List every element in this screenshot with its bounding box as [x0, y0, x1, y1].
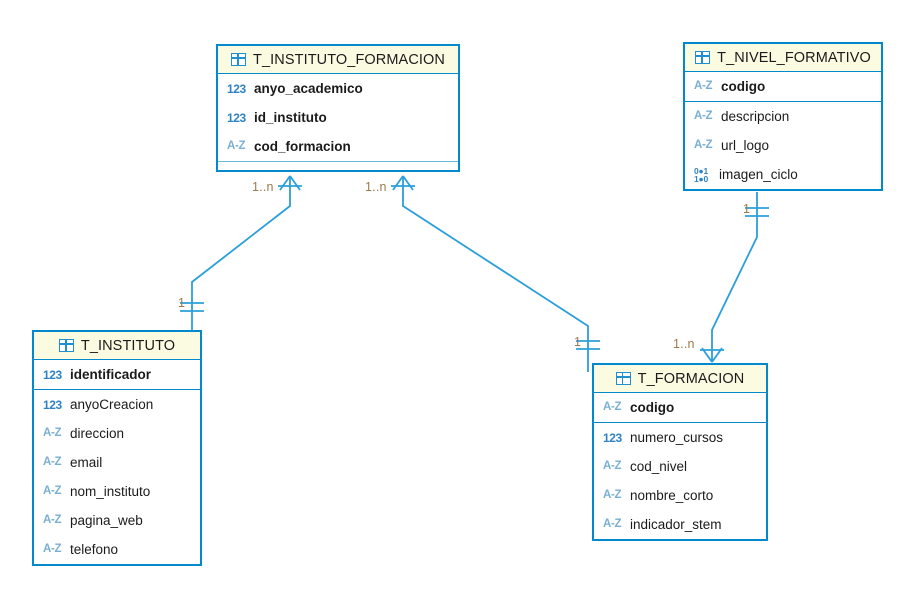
attribute-list: 123 anyoCreacion A-Z direccion A-Z email… — [34, 390, 200, 564]
attribute-row[interactable]: 123 anyoCreacion — [34, 390, 200, 419]
entity-title: T_NIVEL_FORMATIVO — [717, 49, 871, 66]
connector-instituto-formacion-to-instituto — [180, 175, 302, 330]
attribute-name: imagen_ciclo — [719, 167, 798, 182]
text-icon: A-Z — [603, 400, 622, 413]
attribute-row[interactable]: A-Z nombre_corto — [594, 481, 766, 510]
attribute-row[interactable]: 123 identificador — [34, 360, 200, 389]
attribute-name: descripcion — [721, 109, 790, 124]
attribute-row[interactable]: A-Z url_logo — [685, 131, 881, 160]
attribute-row[interactable]: A-Z codigo — [685, 72, 881, 101]
entity-header: T_INSTITUTO_FORMACION — [218, 46, 458, 74]
text-icon: A-Z — [694, 138, 713, 151]
attribute-name: nom_instituto — [70, 484, 151, 499]
cardinality-label-instituto-formacion-n2: 1..n — [365, 180, 387, 194]
entity-title: T_INSTITUTO — [80, 337, 176, 354]
attribute-name: url_logo — [721, 138, 770, 153]
entity-t-formacion[interactable]: T_FORMACION A-Z codigo 123 numero_cursos… — [592, 363, 768, 541]
number-icon: 123 — [227, 110, 246, 125]
attribute-name: direccion — [70, 426, 125, 441]
attribute-name: identificador — [70, 367, 152, 382]
attribute-name: indicador_stem — [630, 517, 722, 532]
entity-t-instituto[interactable]: T_INSTITUTO 123 identificador 123 anyoCr… — [32, 330, 202, 566]
attribute-name: email — [70, 455, 103, 470]
connector-nivel-formativo-to-formacion — [700, 192, 769, 363]
primary-key-list: 123 identificador — [34, 360, 200, 390]
attribute-name: cod_formacion — [254, 139, 351, 154]
entity-title: T_FORMACION — [637, 370, 745, 387]
attribute-row[interactable]: A-Z descripcion — [685, 102, 881, 131]
cardinality-label-formacion-one: 1 — [574, 335, 582, 349]
attribute-row[interactable]: A-Z pagina_web — [34, 506, 200, 535]
cardinality-label-instituto-one: 1 — [178, 296, 186, 310]
cardinality-label-formacion-n: 1..n — [673, 337, 695, 351]
number-icon: 123 — [603, 430, 622, 445]
attribute-row[interactable]: A-Z nom_instituto — [34, 477, 200, 506]
table-icon — [615, 372, 631, 385]
attribute-row[interactable]: 123 id_instituto — [218, 103, 458, 132]
entity-title: T_INSTITUTO_FORMACION — [253, 51, 445, 68]
entity-header: T_NIVEL_FORMATIVO — [685, 44, 881, 72]
attribute-row[interactable]: A-Z codigo — [594, 393, 766, 422]
attribute-name: codigo — [721, 79, 766, 94]
attribute-name: telefono — [70, 542, 119, 557]
entity-t-nivel-formativo[interactable]: T_NIVEL_FORMATIVO A-Z codigo A-Z descrip… — [683, 42, 883, 191]
attribute-name: pagina_web — [70, 513, 143, 528]
attribute-name: anyo_academico — [254, 81, 363, 96]
attribute-name: nombre_corto — [630, 488, 714, 503]
text-icon: A-Z — [43, 426, 62, 439]
entity-header: T_FORMACION — [594, 365, 766, 393]
entity-t-instituto-formacion[interactable]: T_INSTITUTO_FORMACION 123 anyo_academico… — [216, 44, 460, 172]
attribute-name: codigo — [630, 400, 675, 415]
number-icon: 123 — [43, 367, 62, 382]
text-icon: A-Z — [694, 79, 713, 92]
attribute-row[interactable]: A-Z email — [34, 448, 200, 477]
attribute-row[interactable]: A-Z cod_formacion — [218, 132, 458, 161]
attribute-name: numero_cursos — [630, 430, 724, 445]
entity-footer-spacer — [218, 162, 458, 170]
attribute-row[interactable]: A-Z indicador_stem — [594, 510, 766, 539]
connector-instituto-formacion-to-formacion — [391, 175, 600, 372]
attribute-row[interactable]: 123 numero_cursos — [594, 423, 766, 452]
text-icon: A-Z — [227, 139, 246, 152]
attribute-name: id_instituto — [254, 110, 327, 125]
text-icon: A-Z — [43, 513, 62, 526]
primary-key-list: A-Z codigo — [685, 72, 881, 102]
attribute-name: anyoCreacion — [70, 397, 154, 412]
text-icon: A-Z — [694, 109, 713, 122]
text-icon: A-Z — [603, 488, 622, 501]
attribute-row[interactable]: A-Z direccion — [34, 419, 200, 448]
attribute-list: 123 numero_cursos A-Z cod_nivel A-Z nomb… — [594, 423, 766, 539]
table-icon — [695, 51, 711, 64]
primary-key-list: A-Z codigo — [594, 393, 766, 423]
text-icon: A-Z — [43, 484, 62, 497]
number-icon: 123 — [43, 397, 62, 412]
text-icon: A-Z — [603, 517, 622, 530]
number-icon: 123 — [227, 81, 246, 96]
text-icon: A-Z — [43, 455, 62, 468]
table-icon — [231, 53, 247, 66]
text-icon: A-Z — [43, 542, 62, 555]
attribute-row[interactable]: A-Z cod_nivel — [594, 452, 766, 481]
cardinality-label-nivel-one: 1 — [743, 202, 751, 216]
attribute-name: cod_nivel — [630, 459, 688, 474]
attribute-list: 123 anyo_academico 123 id_instituto A-Z … — [218, 74, 458, 162]
cardinality-label-instituto-formacion-n1: 1..n — [252, 180, 274, 194]
attribute-row[interactable]: A-Z telefono — [34, 535, 200, 564]
text-icon: A-Z — [603, 459, 622, 472]
attribute-row[interactable]: 123 anyo_academico — [218, 74, 458, 103]
table-icon — [58, 339, 74, 352]
entity-header: T_INSTITUTO — [34, 332, 200, 360]
